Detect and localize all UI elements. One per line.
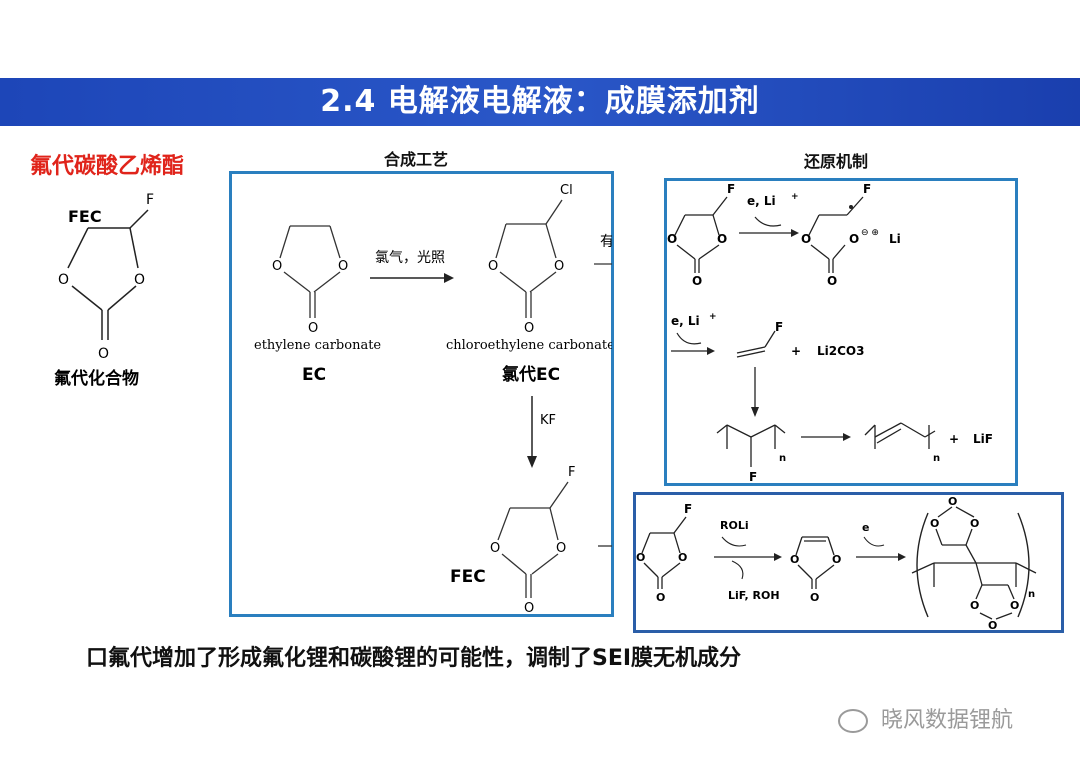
svg-text:O: O — [970, 599, 979, 612]
fec-structure-left: FEC F O O O 氟代化合物 — [54, 192, 154, 389]
synthesis-heading: 合成工艺 — [384, 150, 449, 169]
svg-text:O: O — [524, 321, 534, 336]
svg-text:O: O — [272, 259, 282, 274]
svg-text:O: O — [988, 619, 997, 630]
svg-text:F: F — [863, 182, 871, 196]
svg-text:O: O — [810, 591, 819, 604]
li2co3: Li2CO3 — [817, 344, 864, 358]
plus-2: + — [949, 432, 959, 446]
ec-name: ethylene carbonate — [254, 338, 381, 353]
svg-text:O: O — [488, 259, 498, 274]
svg-text:O: O — [930, 517, 939, 530]
svg-text:⊖ ⊕: ⊖ ⊕ — [861, 228, 879, 238]
roli-diagram: F O O O ROLi LiF, ROH O O O e n O O O — [636, 495, 1037, 630]
cut-text: 有 — [600, 234, 612, 250]
plus-1: + — [791, 344, 801, 358]
svg-text:O: O — [667, 232, 677, 246]
fec-label: FEC — [68, 207, 102, 226]
svg-text:O: O — [678, 551, 687, 564]
svg-text:O: O — [849, 232, 859, 246]
ec-label: EC — [302, 365, 326, 385]
step2-reagent: KF — [540, 413, 556, 428]
reagent-e-li-1: e, Li — [747, 194, 776, 208]
atom-o-left: O — [58, 272, 69, 288]
section-title-fec: 氟代碳酸乙烯酯 — [30, 154, 185, 179]
svg-text:F: F — [775, 320, 783, 334]
clec-name: chloroethylene carbonate — [446, 338, 612, 353]
reduction-panel — [664, 178, 1018, 486]
svg-text:O: O — [524, 601, 534, 614]
svg-text:+: + — [791, 192, 799, 202]
step1-reagent: 氯气，光照 — [375, 250, 445, 266]
roli-reagent: ROLi — [720, 519, 749, 532]
svg-text:O: O — [338, 259, 348, 274]
svg-text:F: F — [568, 465, 575, 480]
svg-text:O: O — [970, 517, 979, 530]
atom-o-right: O — [134, 272, 145, 288]
atom-f: F — [146, 192, 154, 208]
svg-text:O: O — [832, 553, 841, 566]
svg-text:O: O — [1010, 599, 1019, 612]
svg-text:O: O — [692, 274, 702, 288]
svg-text:O: O — [556, 541, 566, 556]
fec-product-label: FEC — [450, 567, 486, 587]
e-reagent: e — [862, 521, 869, 534]
svg-text:O: O — [948, 495, 957, 508]
sub-n-roli: n — [1028, 589, 1035, 600]
svg-text:O: O — [656, 591, 665, 604]
roli-byproducts: LiF, ROH — [728, 589, 780, 602]
wechat-icon — [838, 709, 868, 733]
svg-text:O: O — [717, 232, 727, 246]
svg-text:O: O — [827, 274, 837, 288]
clec-label: 氯代EC — [502, 364, 560, 385]
svg-text:O: O — [554, 259, 564, 274]
conclusion-text: 口氟代增加了形成氟化锂和碳酸锂的可能性，调制了SEI膜无机成分 — [86, 646, 742, 671]
synthesis-panel — [229, 171, 614, 617]
reduction-heading: 还原机制 — [804, 152, 869, 171]
svg-text:F: F — [749, 470, 757, 483]
sub-n-1: n — [779, 453, 786, 464]
synthesis-diagram: O O O ethylene carbonate EC 氯气，光照 Cl O O… — [254, 183, 612, 614]
svg-text:O: O — [636, 551, 645, 564]
watermark: 晓风数据锂航 — [838, 702, 1013, 734]
svg-text:F: F — [684, 502, 692, 516]
svg-text:O: O — [790, 553, 799, 566]
lif: LiF — [973, 432, 993, 446]
svg-text:O: O — [490, 541, 500, 556]
watermark-text: 晓风数据锂航 — [881, 708, 1014, 733]
li-ion: Li — [889, 232, 901, 246]
page-title: 2.4 电解液电解液：成膜添加剂 — [320, 84, 760, 119]
svg-text:O: O — [308, 321, 318, 336]
svg-text:+: + — [709, 312, 717, 322]
reduction-diagram: F O O O e, Li + F O O ⊖ ⊕ Li O e, Li + F… — [667, 182, 993, 483]
svg-text:F: F — [727, 182, 735, 196]
title-banner — [0, 78, 1080, 126]
svg-text:O: O — [801, 232, 811, 246]
roli-panel — [633, 492, 1064, 633]
atom-o-carbonyl: O — [98, 346, 109, 362]
atom-cl: Cl — [560, 183, 573, 198]
reagent-e-li-2: e, Li — [671, 314, 700, 328]
sub-n-2: n — [933, 453, 940, 464]
caption-fluoro: 氟代化合物 — [54, 368, 139, 389]
